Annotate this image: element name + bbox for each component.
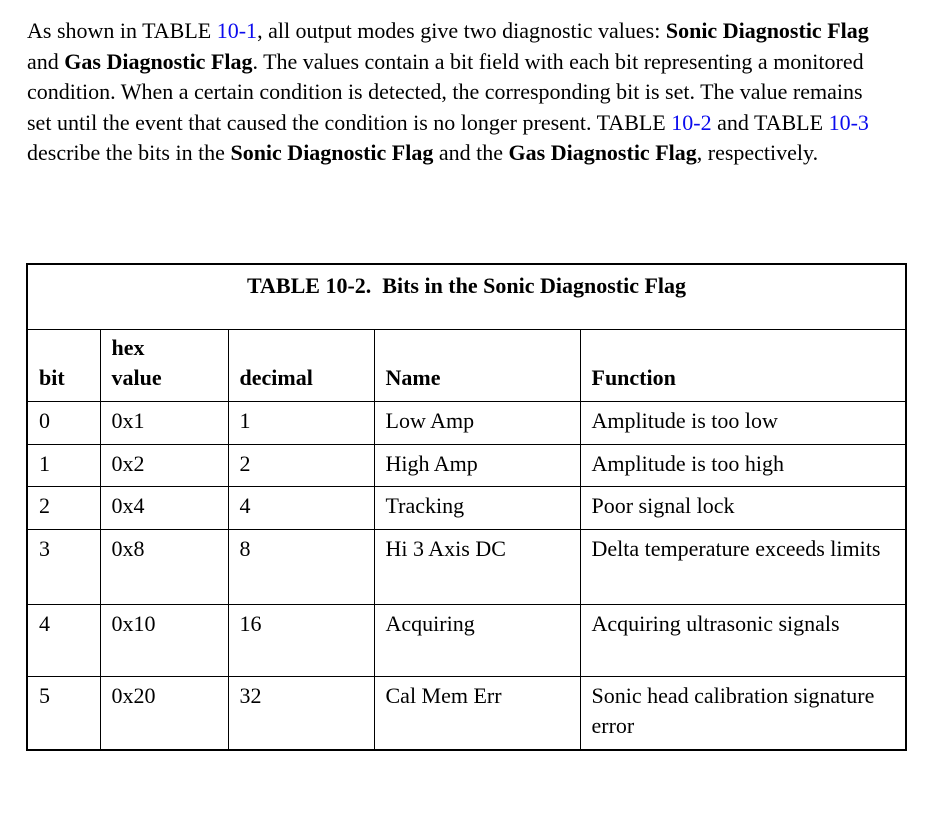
table-cell-name: Tracking (373, 485, 581, 530)
table-cell-bit: 0 (26, 400, 101, 445)
table-cell-hex-value: 0x20 (99, 675, 229, 751)
bold-term: Sonic Diagnostic Flag (665, 18, 869, 43)
table-cell-bit: 4 (26, 603, 101, 677)
table-cell-bit: 1 (26, 443, 101, 487)
table-cell-name: Acquiring (373, 603, 581, 677)
table-body: TABLE 10-2. Bits in the Sonic Diagnostic… (26, 263, 907, 751)
intro-paragraph: As shown in TABLE 10-1, all output modes… (27, 16, 885, 169)
table-cell-function: Sonic head calibration signature error (579, 675, 907, 751)
paragraph-text: . The values contain a bit field with ea… (27, 48, 864, 135)
table-cell-name: High Amp (373, 443, 581, 487)
column-header-bit: bit (26, 328, 101, 402)
table-cell-function: Delta temperature exceeds limits (579, 528, 907, 605)
bold-term: Gas Diagnostic Flag (508, 140, 697, 166)
table-cell-decimal: 4 (227, 485, 375, 530)
table-cell-hex-value: 0x8 (99, 528, 229, 605)
table-cell-function: Amplitude is too high (579, 443, 907, 487)
table-cell-function: Poor signal lock (579, 485, 907, 530)
table-cell-hex-value: 0x4 (99, 485, 229, 530)
table-cell-decimal: 1 (227, 400, 375, 445)
table-cell-bit: 2 (26, 485, 101, 530)
table-cell-decimal: 32 (227, 675, 375, 751)
table-cell-hex-value: 0x10 (99, 603, 229, 677)
paragraph-text: , all output modes give two diagnostic v… (257, 18, 666, 43)
table-cell-hex-value: 0x2 (99, 443, 229, 487)
table-ref-link[interactable]: 10-3 (828, 109, 869, 135)
table-cell-function: Acquiring ultrasonic signals (579, 603, 907, 677)
column-header-name: Name (373, 328, 581, 402)
paragraph-text: As shown in TABLE (27, 18, 217, 43)
table-ref-link[interactable]: 10-1 (216, 18, 258, 43)
bold-term: Gas Diagnostic Flag (64, 48, 253, 74)
table-cell-bit: 5 (26, 675, 101, 751)
table-cell-decimal: 8 (227, 528, 375, 605)
table-cell-name: Hi 3 Axis DC (373, 528, 581, 605)
column-header-function: Function (579, 328, 907, 402)
table-cell-hex-value: 0x1 (99, 400, 229, 445)
paragraph-text: and the (433, 140, 509, 166)
paragraph-text: and (27, 48, 65, 74)
table-cell-name: Low Amp (373, 400, 581, 445)
table-cell-function: Amplitude is too low (579, 400, 907, 445)
paragraph-text: describe the bits in the (27, 140, 231, 166)
bold-term: Sonic Diagnostic Flag (230, 140, 434, 166)
column-header-decimal: decimal (227, 328, 375, 402)
table-cell-decimal: 16 (227, 603, 375, 677)
column-header-hex-value: hex value (99, 328, 229, 402)
table-ref-link[interactable]: 10-2 (671, 109, 712, 135)
table-cell-name: Cal Mem Err (373, 675, 581, 751)
paragraph-text: and TABLE (711, 109, 829, 135)
sonic-diagnostic-flag-table: TABLE 10-2. Bits in the Sonic Diagnostic… (26, 263, 908, 751)
paragraph-text: , respectively. (696, 140, 819, 166)
table-title-row: TABLE 10-2. Bits in the Sonic Diagnostic… (26, 263, 907, 330)
table-cell-decimal: 2 (227, 443, 375, 487)
table-cell-bit: 3 (26, 528, 101, 605)
table-title: TABLE 10-2. Bits in the Sonic Diagnostic… (26, 263, 907, 330)
